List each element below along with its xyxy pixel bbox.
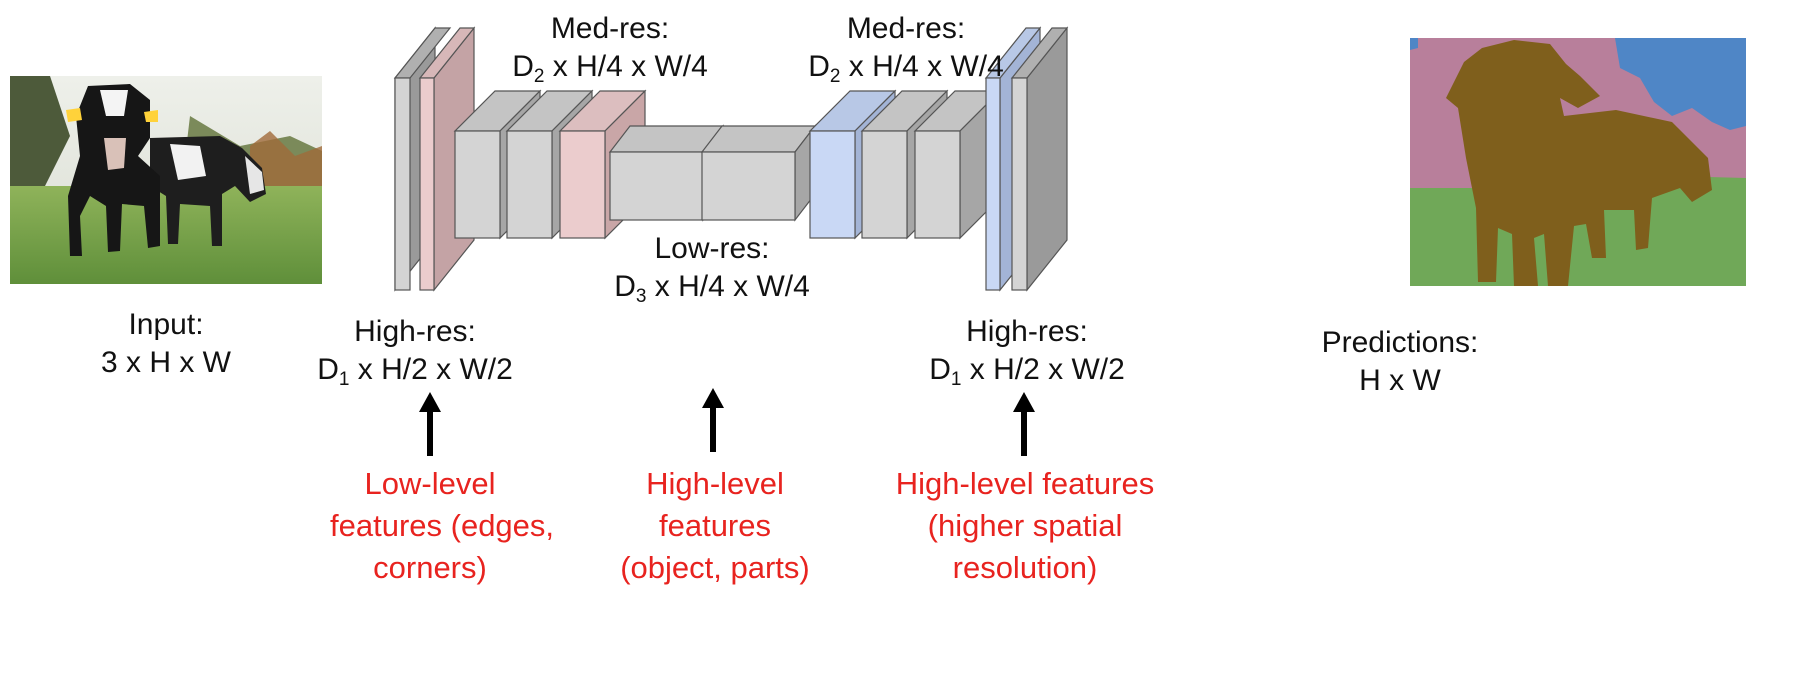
low-res-label: Low-res: D3 x H/4 x W/4 — [614, 232, 810, 307]
annotation-high-level-spatial: High-level features (higher spatial reso… — [895, 466, 1155, 585]
med-res-right-label: Med-res: D2 x H/4 x W/4 — [808, 12, 1004, 87]
high-res-right-label: High-res: D1 x H/2 x W/2 — [929, 315, 1125, 390]
up-arrow-icon — [419, 392, 441, 456]
network-diagram — [393, 26, 1069, 292]
predictions-label: Predictions: H x W — [1321, 326, 1479, 397]
annotation-low-level: Low-level features (edges, corners) — [330, 466, 555, 585]
decoder-medres-block-3 — [913, 89, 1002, 240]
up-arrow-icon — [1013, 392, 1035, 456]
input-image — [10, 76, 322, 284]
annotation-high-level: High-level features (object, parts) — [620, 466, 810, 585]
lowres-block-2 — [700, 124, 817, 222]
high-res-left-label: High-res: D1 x H/2 x W/2 — [317, 315, 513, 390]
up-arrow-icon — [702, 388, 724, 452]
input-label: Input: 3 x H x W — [100, 308, 231, 379]
prediction-image — [1410, 38, 1746, 286]
decoder-highres-slab-2 — [1010, 26, 1069, 292]
med-res-left-label: Med-res: D2 x H/4 x W/4 — [512, 12, 708, 87]
